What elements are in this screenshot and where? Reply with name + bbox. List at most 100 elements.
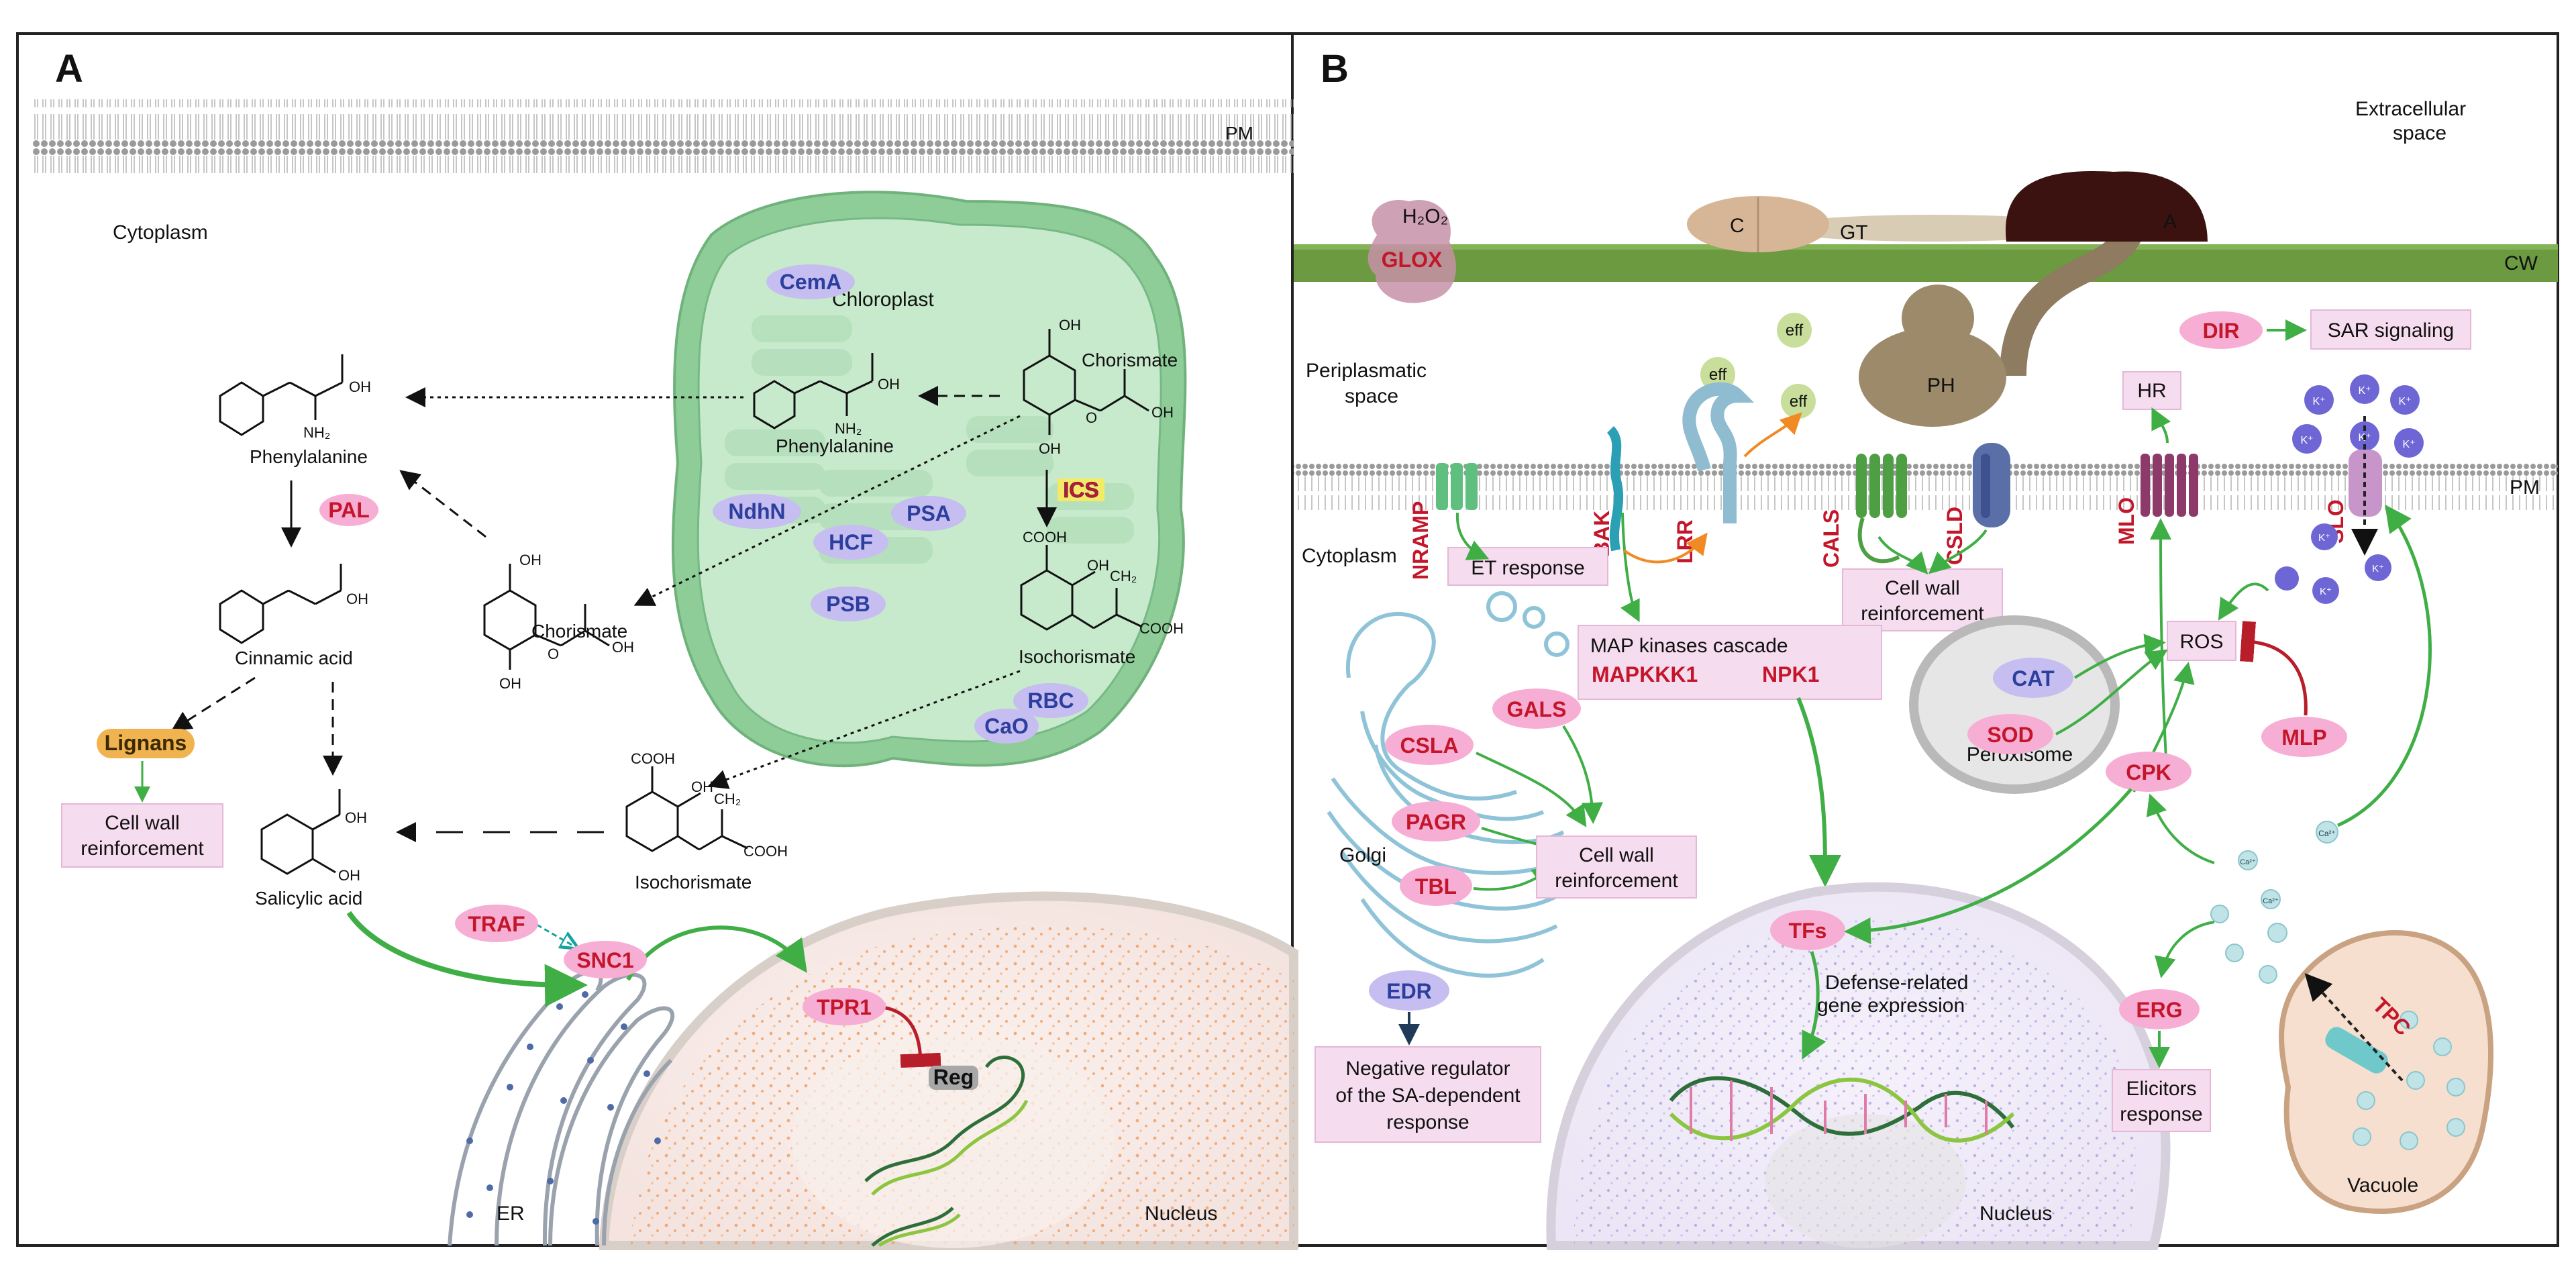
- svg-text:CaO: CaO: [984, 714, 1029, 738]
- arrow-ca-to-erg: [2155, 921, 2215, 978]
- et-response-box: ET response: [1447, 547, 1608, 586]
- bak-protein: [1606, 426, 1624, 552]
- lignans-pill: Lignans: [97, 729, 195, 758]
- label-mlo: MLO: [2114, 497, 2139, 545]
- arrows-a: [134, 386, 1057, 842]
- chorismate-in-oh1: OH: [1059, 317, 1081, 334]
- phe-out-oh: OH: [349, 378, 371, 395]
- salicylic-oh1: OH: [345, 809, 367, 826]
- arrow-traf-to-snc1: [536, 923, 572, 945]
- k-ions-inside: [2275, 523, 2391, 604]
- arrow-cpk-to-tfs: [1844, 788, 2132, 945]
- psb-pill: PSB: [811, 587, 886, 621]
- svg-text:eff: eff: [1786, 321, 1804, 340]
- arrow-tfs-down: [1802, 951, 1826, 1060]
- ischor-in-ch2: CH₂: [1110, 568, 1137, 584]
- ics-pill: ICS: [1058, 478, 1104, 502]
- svg-text:EDR: EDR: [1386, 979, 1432, 1003]
- svg-text:DIR: DIR: [2202, 319, 2239, 343]
- svg-text:ROS: ROS: [2179, 631, 2223, 653]
- isochorismate-outer-structure: [625, 766, 748, 852]
- svg-text:Nucleus: Nucleus: [1979, 1203, 2052, 1225]
- svg-text:K⁺: K⁺: [2318, 532, 2330, 544]
- ischor-out-cooh: COOH: [631, 750, 675, 767]
- plasma-membrane-b: [1294, 463, 2558, 510]
- svg-text:TFs: TFs: [1789, 919, 1827, 943]
- extracellular-label-2: space: [2393, 122, 2446, 144]
- svg-text:of the SA-dependent: of the SA-dependent: [1335, 1084, 1521, 1107]
- svg-text:K⁺: K⁺: [2312, 396, 2325, 407]
- svg-text:Reg: Reg: [933, 1065, 974, 1089]
- nramp-protein: [1436, 463, 1478, 510]
- effector-1: eff: [1777, 313, 1812, 348]
- chorismate-outer-structure: [483, 564, 610, 670]
- svg-text:C: C: [1730, 215, 1745, 237]
- ischor-in-label: Isochorismate: [1019, 646, 1135, 667]
- sar-box: SAR signaling: [2310, 309, 2471, 350]
- plasma-membrane-a: [32, 99, 1294, 173]
- svg-text:Ca²⁺: Ca²⁺: [2263, 897, 2279, 905]
- phe-in-nh2: NH₂: [835, 420, 862, 437]
- arrows-ros: [2055, 518, 2269, 793]
- chorismate-in-oh2: OH: [1151, 404, 1174, 421]
- nucleus-a-label: Nucleus: [1145, 1203, 1217, 1225]
- chor-out-oh1: OH: [519, 552, 542, 568]
- svg-text:MLP: MLP: [2281, 725, 2327, 750]
- psa-pill: PSA: [891, 496, 966, 531]
- svg-text:NPK1: NPK1: [1762, 662, 1819, 686]
- ischor-in-cooh: COOH: [1023, 529, 1067, 546]
- panel-a-letter: A: [55, 47, 83, 91]
- isochorismate-inner-structure: [1020, 545, 1143, 631]
- periplasmatic-label-2: space: [1345, 385, 1398, 407]
- extracellular-label-1: Extracellular: [2355, 98, 2466, 120]
- svg-text:PAGR: PAGR: [1406, 810, 1466, 834]
- arrow-salicylic-to-snc1: [346, 911, 588, 1007]
- defense-label-2: gene expression: [1817, 995, 1965, 1017]
- svg-text:CPK: CPK: [2126, 760, 2171, 784]
- erg-pill: ERG: [2119, 989, 2200, 1029]
- cytoplasm-label-a: Cytoplasm: [113, 221, 208, 244]
- svg-text:reinforcement: reinforcement: [81, 837, 204, 860]
- svg-text:MAPKKK1: MAPKKK1: [1592, 662, 1698, 686]
- svg-text:Lignans: Lignans: [105, 731, 187, 755]
- svg-text:K⁺: K⁺: [2300, 435, 2313, 446]
- svg-text:TRAF: TRAF: [468, 912, 525, 936]
- inhibit-mlp-ros: [2240, 621, 2308, 716]
- svg-text:response: response: [1386, 1111, 1469, 1133]
- svg-text:K⁺: K⁺: [2402, 439, 2415, 450]
- cinnamic-structure: [219, 564, 342, 644]
- chorismate-in-oh3: OH: [1039, 440, 1061, 457]
- dir-pill: DIR: [2179, 311, 2263, 349]
- chor-out-o: O: [548, 646, 559, 662]
- svg-text:GT: GT: [1840, 221, 1868, 244]
- chor-out-oh3: OH: [499, 675, 521, 692]
- label-nramp: NRAMP: [1408, 501, 1433, 580]
- svg-text:K⁺: K⁺: [2372, 563, 2384, 574]
- phe-in-oh: OH: [878, 376, 900, 393]
- svg-text:TBL: TBL: [1415, 874, 1457, 899]
- ros-box: ROS: [2167, 621, 2236, 661]
- svg-text:RBC: RBC: [1027, 689, 1074, 713]
- svg-text:Vacuole: Vacuole: [2347, 1174, 2418, 1196]
- hr-box: HR: [2122, 371, 2181, 410]
- tpc-channel: [2304, 973, 2404, 1082]
- h2o2-label: H₂O₂: [1402, 205, 1448, 227]
- cell-wall-band: [1294, 244, 2558, 282]
- svg-text:eff: eff: [1790, 393, 1808, 411]
- cell-wall-box-b2: Cell wall reinforcement: [1536, 835, 1697, 899]
- cat-pill: CAT: [1993, 658, 2073, 698]
- svg-text:CemA: CemA: [780, 270, 841, 294]
- arrows-b: [1455, 407, 2171, 887]
- chor-out-oh2: OH: [612, 639, 634, 656]
- traf-pill: TRAF: [455, 905, 538, 942]
- slo-protein: [2349, 416, 2382, 556]
- svg-text:PSA: PSA: [907, 501, 951, 525]
- svg-text:Cell wall: Cell wall: [105, 812, 180, 834]
- phenylalanine-outer-structure: [219, 354, 344, 436]
- negative-regulator-box: Negative regulator of the SA-dependent r…: [1315, 1046, 1541, 1143]
- svg-text:Ca²⁺: Ca²⁺: [2318, 829, 2336, 838]
- cell-wall-box-a: Cell wall reinforcement: [61, 803, 223, 868]
- dna-helix-a: [864, 1056, 1029, 1247]
- cpk-pill: CPK: [2106, 752, 2192, 792]
- svg-text:MAP kinases cascade: MAP kinases cascade: [1590, 635, 1788, 657]
